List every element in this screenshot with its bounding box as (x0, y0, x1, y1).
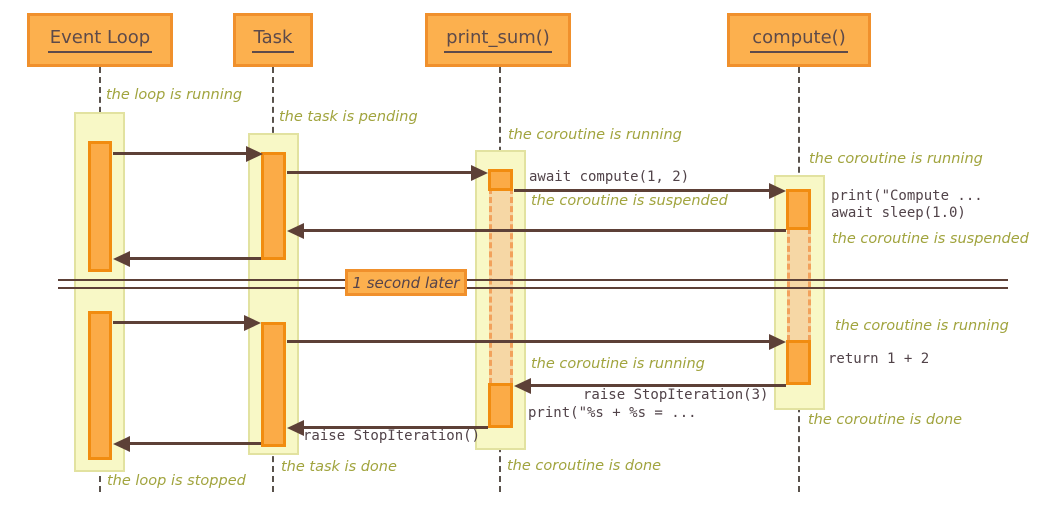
note-task-done: the task is done (281, 459, 397, 475)
arrow-compute-to-printsum (531, 384, 786, 387)
activation-event-loop-1 (88, 141, 112, 272)
note-compute-suspended: the coroutine is suspended (832, 231, 1029, 247)
participant-label: Event Loop (47, 27, 153, 53)
activation-print-sum-1 (488, 169, 513, 191)
note-printsum-running-2: the coroutine is running (531, 356, 705, 372)
note-printsum-running-1: the coroutine is running (508, 127, 682, 143)
note-compute-done: the coroutine is done (808, 412, 963, 428)
activation-task-1 (261, 152, 286, 260)
activation-print-sum-2 (488, 383, 513, 428)
note-compute-running-1: the coroutine is running (809, 151, 983, 167)
arrow-eventloop-to-task-1 (113, 152, 247, 155)
activation-event-loop-2 (88, 311, 112, 460)
participant-label: compute() (750, 27, 848, 53)
note-loop-running: the loop is running (106, 87, 243, 103)
arrowhead-right-icon (471, 165, 488, 181)
arrow-compute-to-task (304, 229, 786, 232)
participant-label: Task (251, 27, 295, 53)
activation-compute-2 (786, 340, 811, 385)
arrow-task-to-eventloop-2 (130, 442, 261, 445)
note-printsum-done: the coroutine is done (507, 458, 662, 474)
note-task-pending: the task is pending (279, 109, 418, 125)
note-printsum-suspended: the coroutine is suspended (531, 193, 728, 209)
code-await-compute: await compute(1, 2) (529, 169, 690, 185)
suspended-region-compute (787, 228, 811, 341)
arrowhead-left-icon (287, 420, 304, 436)
arrowhead-left-icon (113, 436, 130, 452)
participant-event-loop: Event Loop (27, 13, 173, 67)
note-compute-running-2: the coroutine is running (835, 318, 1009, 334)
code-print-result: print("%s + %s = ... (528, 405, 697, 421)
arrowhead-left-icon (514, 378, 531, 394)
arrow-task-to-printsum-1 (287, 171, 472, 174)
suspended-region-print-sum (489, 188, 513, 384)
code-raise-stopiteration-3: raise StopIteration(3) (583, 387, 769, 403)
participant-label: print_sum() (444, 27, 552, 53)
participant-print-sum: print_sum() (425, 13, 571, 67)
arrowhead-right-icon (769, 334, 786, 350)
activation-task-2 (261, 322, 286, 447)
arrow-task-to-compute (287, 340, 770, 343)
arrow-printsum-to-task (304, 426, 488, 429)
arrowhead-right-icon (244, 315, 261, 331)
arrowhead-right-icon (769, 183, 786, 199)
participant-task: Task (233, 13, 313, 67)
arrowhead-left-icon (113, 251, 130, 267)
divider-line-bottom (58, 287, 1008, 289)
divider-line-top (58, 279, 1008, 281)
arrow-eventloop-to-task-2 (113, 321, 245, 324)
arrow-printsum-to-compute (514, 189, 770, 192)
code-return-sum: return 1 + 2 (828, 351, 930, 367)
activation-compute-1 (786, 189, 811, 230)
arrowhead-right-icon (246, 146, 263, 162)
code-raise-stopiteration: raise StopIteration() (303, 428, 481, 444)
code-await-sleep: await sleep(1.0) (831, 205, 966, 221)
participant-compute: compute() (727, 13, 871, 67)
divider-label-box: 1 second later (345, 269, 467, 296)
divider-label: 1 second later (352, 273, 460, 292)
code-print-compute: print("Compute ... (831, 188, 983, 204)
arrow-task-to-eventloop-1 (130, 257, 261, 260)
note-loop-stopped: the loop is stopped (107, 473, 246, 489)
arrowhead-left-icon (287, 223, 304, 239)
